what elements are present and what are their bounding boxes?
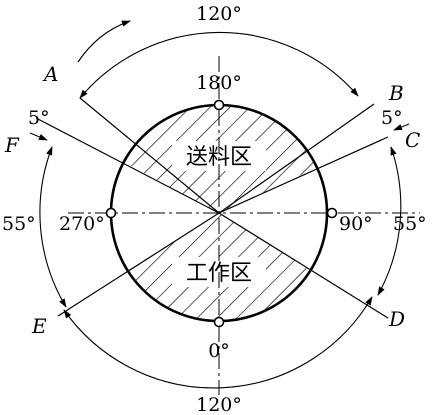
line-f [35, 117, 220, 214]
label-120-bottom: 120° [196, 394, 242, 415]
arc-top-120 [79, 31, 359, 99]
label-5-right: 5° [381, 107, 403, 129]
work-zone-label: 工作区 [186, 261, 252, 286]
label-5-left: 5° [28, 107, 50, 129]
point-a: A [42, 62, 58, 86]
arrow-5-right [393, 123, 410, 131]
node-270 [105, 207, 117, 219]
arc-left-55 [39, 146, 67, 308]
label-120-top: 120° [196, 3, 242, 25]
node-180 [213, 99, 225, 111]
arc-bottom-120 [63, 296, 373, 389]
label-55-left: 55° [2, 213, 36, 235]
point-d: D [388, 307, 405, 331]
arc-right-55 [377, 146, 402, 296]
label-55-right: 55° [393, 213, 427, 235]
point-f: F [4, 133, 20, 157]
line-b [218, 103, 375, 214]
point-e: E [31, 314, 47, 338]
label-180: 180° [196, 72, 242, 94]
work-zone-hatch [111, 213, 327, 321]
arrow-5-left [29, 132, 48, 141]
label-0: 0° [208, 340, 230, 362]
label-90: 90° [339, 213, 373, 235]
feed-zone-hatch [111, 105, 327, 213]
point-c: C [405, 128, 420, 152]
feed-zone-label: 送料区 [186, 145, 252, 170]
point-b: B [388, 81, 404, 105]
line-a [79, 97, 220, 214]
label-270: 270° [59, 213, 105, 235]
node-0 [213, 316, 225, 328]
rotation-arrow [77, 20, 131, 63]
line-c [218, 136, 389, 214]
node-90 [326, 207, 338, 219]
